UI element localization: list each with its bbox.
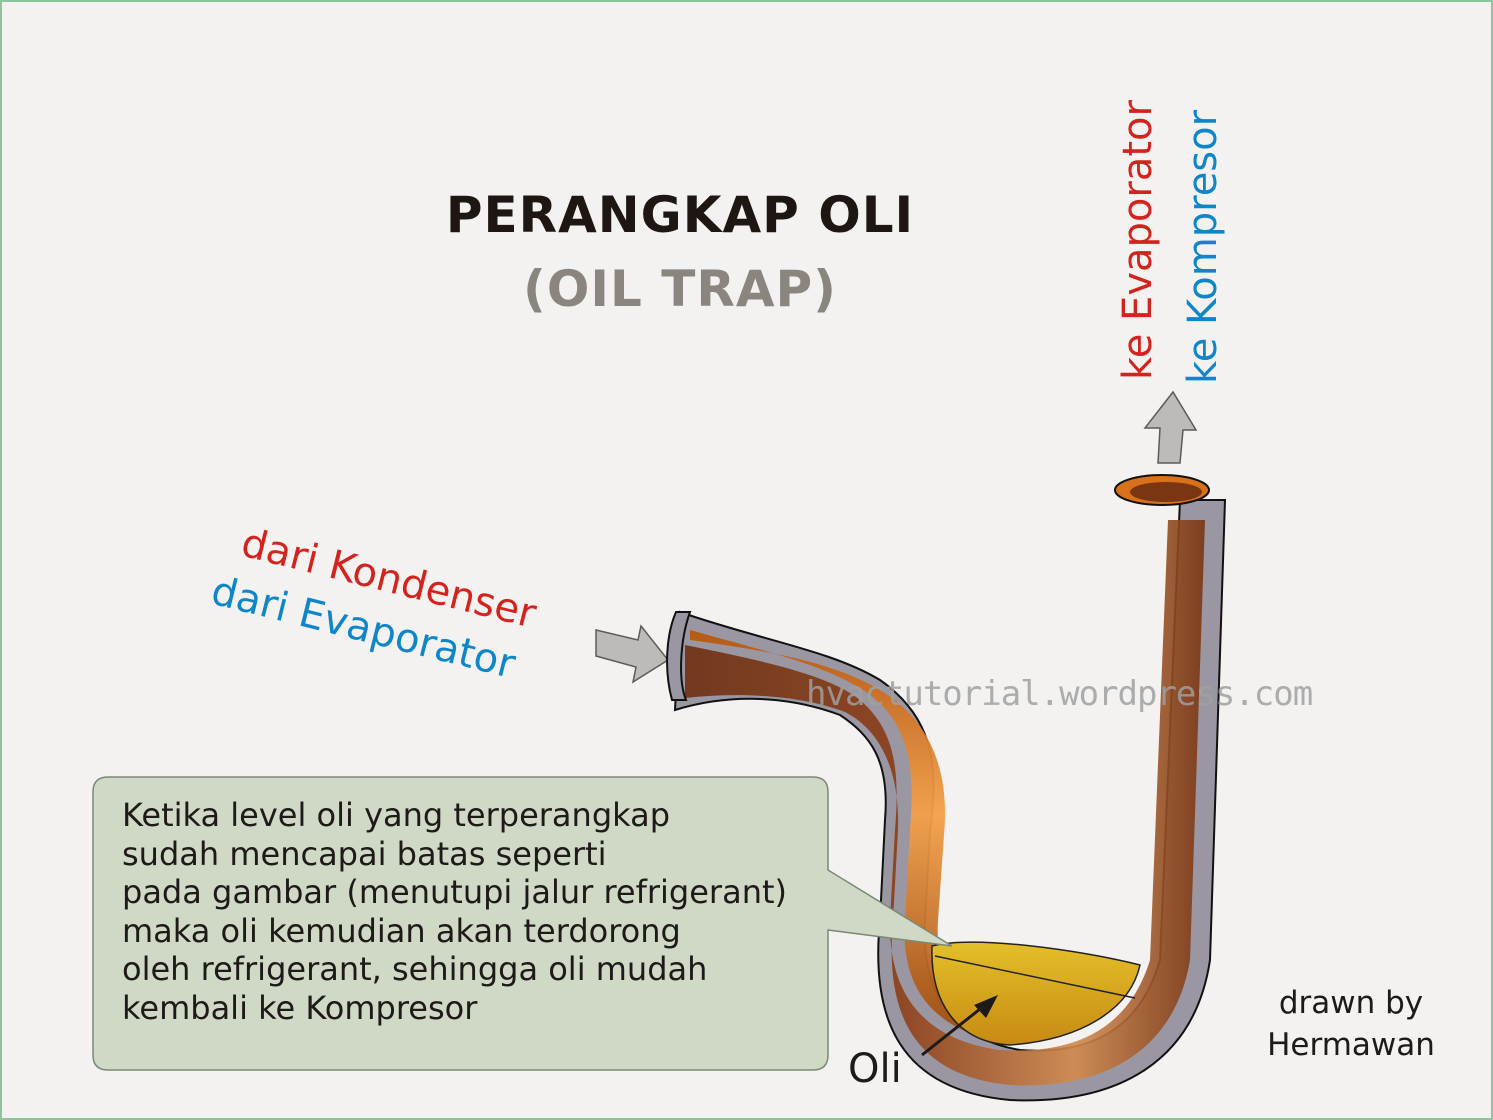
callout-bubble xyxy=(92,776,953,1071)
outlet-arrow-icon xyxy=(1143,390,1198,464)
oil-pointer-line xyxy=(921,1003,986,1057)
callout-line: maka oli kemudian akan terdorong xyxy=(122,911,681,950)
watermark: hvactutorial.wordpress.com xyxy=(806,674,1313,714)
pipe-inlet-mouth xyxy=(666,611,692,701)
oil-pointer-arrowhead xyxy=(974,995,998,1018)
credit-line-2: Hermawan xyxy=(1267,1027,1435,1063)
callout-line: pada gambar (menutupi jalur refrigerant) xyxy=(122,873,787,911)
pipe-copper-inner xyxy=(685,520,1205,1086)
oil-pool xyxy=(931,941,1141,1046)
callout-line: sudah mencapai batas seperti xyxy=(122,834,607,873)
callout-line: Ketika level oli yang terperangkap xyxy=(122,796,671,834)
outlet-label-evaporator: ke Evaporator xyxy=(1115,100,1161,380)
outlet-label-kompresor: ke Kompresor xyxy=(1180,109,1226,384)
diagram-title: PERANGKAP OLI xyxy=(445,186,915,244)
author-credit: drawn by Hermawan xyxy=(1256,982,1446,1066)
callout-text: Ketika level oli yang terperangkap sudah… xyxy=(122,796,787,1027)
credit-line-1: drawn by xyxy=(1278,985,1424,1021)
pipe-wall xyxy=(673,499,1227,1102)
diagram-subtitle: (OIL TRAP) xyxy=(522,260,838,318)
oil-label: Oli xyxy=(848,1046,902,1092)
callout-line: kembali ke Kompresor xyxy=(122,988,478,1027)
inlet-arrow-icon xyxy=(595,624,670,684)
callout-line: oleh refrigerant, sehingga oli mudah xyxy=(122,950,708,988)
